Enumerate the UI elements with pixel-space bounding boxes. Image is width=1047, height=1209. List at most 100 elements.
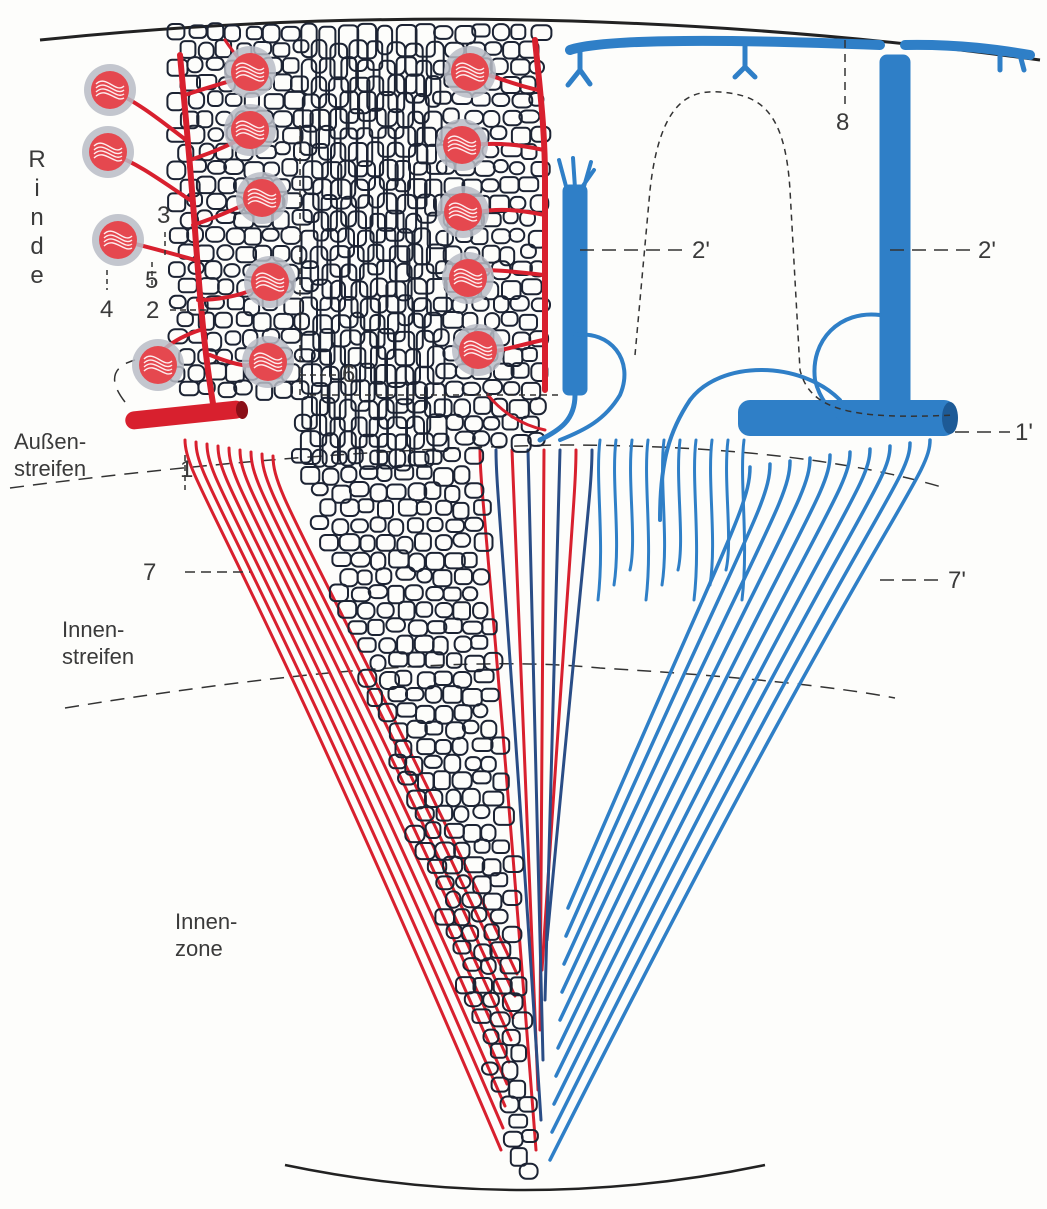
capillary-loop (399, 602, 415, 620)
capillary-loop (282, 329, 301, 343)
glomerulus (436, 119, 488, 171)
capillary-loop (351, 553, 370, 567)
vasa-recta-vessel (566, 464, 770, 936)
capillary-loop (226, 94, 242, 106)
capillary-loop (405, 585, 422, 600)
capillary-loop (511, 59, 529, 74)
capillary-loop (294, 142, 310, 160)
capillary-loop (217, 245, 233, 259)
capillary-loop (377, 535, 395, 551)
venous-sprout (646, 440, 649, 600)
capillary-loop (378, 26, 393, 55)
capillary-loop (463, 622, 483, 634)
capillary-loop (332, 519, 348, 535)
capillary-loop (521, 245, 536, 258)
capillary-loop (224, 264, 240, 277)
capillary-loop (417, 739, 435, 754)
capillary-loop (446, 722, 465, 738)
capillary-loop (434, 298, 452, 312)
vasa-recta-vessel (185, 440, 501, 1150)
glomerulus (242, 336, 294, 388)
capillary-loop (368, 620, 384, 635)
capillary-loop (434, 771, 450, 789)
capillary-loop (473, 771, 491, 783)
capillary-loop (491, 738, 509, 754)
capillary-loop (208, 128, 223, 141)
capillary-loop (197, 111, 212, 127)
capillary-loop (491, 910, 508, 923)
capillary-loop (466, 757, 481, 770)
capillary-loop (340, 534, 360, 550)
capillary-loop (435, 672, 452, 685)
capillary-loop (396, 567, 415, 579)
venous-sprout (742, 440, 745, 600)
label-7-prime: 7' (948, 568, 966, 594)
capillary-loop (274, 314, 293, 329)
capillary-loop (262, 229, 279, 241)
venous-sprout (710, 440, 713, 585)
capillary-loop (493, 841, 510, 854)
capillary-loop (481, 757, 496, 772)
capillary-loop (481, 721, 496, 738)
arcuate-artery (124, 400, 249, 430)
capillary-loop (206, 227, 224, 242)
glomerulus (84, 64, 136, 116)
capillary-loop (512, 128, 530, 145)
capillary-loop (311, 516, 328, 529)
capillary-loop (465, 483, 483, 498)
capillary-loop (371, 484, 387, 501)
capillary-loop (312, 483, 328, 495)
papilla-tip-arc (285, 1165, 765, 1190)
capillary-loop (492, 94, 509, 106)
capillary-loop (369, 585, 388, 598)
capillary-loop (358, 571, 372, 585)
capillary-loop (465, 518, 483, 531)
capillary-loop (189, 365, 205, 381)
glomerulus (92, 214, 144, 266)
capillary-loop (273, 111, 292, 126)
venous-sprout (694, 440, 697, 600)
arcuate-vein (738, 400, 958, 436)
capillary-loop (302, 332, 320, 362)
capillary-loop (323, 469, 339, 485)
capillary-loop (332, 553, 350, 566)
capillary-loop (320, 535, 338, 550)
capillary-loop (463, 789, 480, 806)
capillary-loop (463, 689, 482, 706)
capillary-loop (484, 653, 502, 670)
capillary-loop (503, 891, 521, 905)
capillary-loop (358, 603, 375, 619)
label-2-prime-right: 2' (978, 238, 996, 264)
capillary-loop (397, 25, 417, 56)
capillary-loop (455, 569, 472, 584)
capillary-loop (170, 228, 188, 243)
capillary-loop (463, 383, 481, 395)
capillary-loop (227, 228, 245, 244)
capillary-loop (371, 517, 386, 531)
label-rinde-letter: R (25, 145, 49, 174)
capillary-loop (426, 553, 444, 570)
capillary-loop (482, 689, 499, 701)
capillary-loop (436, 740, 451, 754)
capillary-loop (447, 790, 461, 807)
capillary-loop (484, 417, 500, 430)
capillary-loop (215, 313, 232, 328)
venous-sprout (678, 440, 681, 570)
capillary-loop (447, 653, 462, 668)
glomerulus (224, 46, 276, 98)
capillary-loop (433, 570, 451, 586)
capillary-loop (424, 756, 442, 768)
label-rinde-letter: e (25, 261, 49, 290)
capillary-loop (282, 159, 297, 176)
capillary-loop (463, 587, 478, 600)
capillary-loop (285, 92, 305, 109)
capillary-loop (274, 74, 292, 90)
label-7: 7 (143, 560, 156, 586)
capillary-loop (453, 602, 470, 619)
capillary-loop (509, 1081, 525, 1098)
capillary-loop (207, 58, 224, 70)
vasa-recta-vessel (550, 440, 930, 1160)
capillary-loop (371, 553, 385, 570)
venous-sprout (598, 440, 601, 600)
capillary-loop (408, 518, 423, 532)
